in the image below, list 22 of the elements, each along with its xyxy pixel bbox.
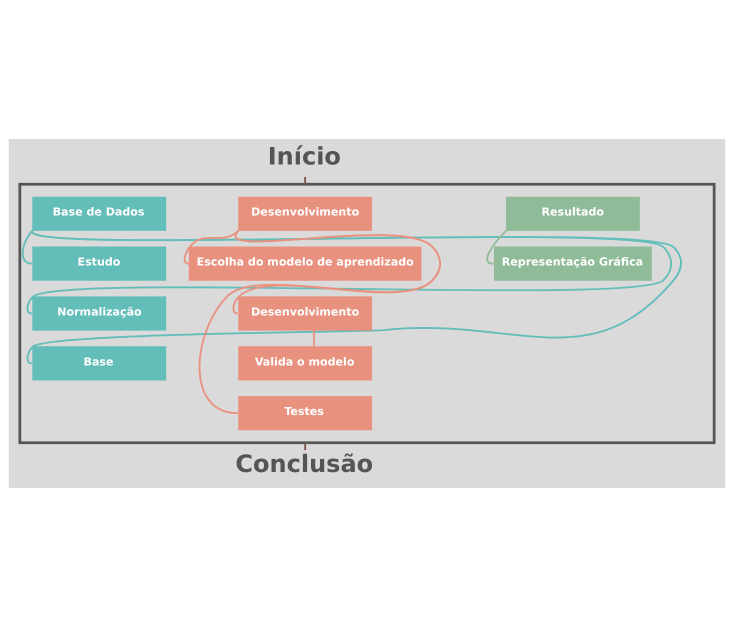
connector xyxy=(28,229,682,364)
node-box: Desenvolvimento xyxy=(238,296,372,330)
connector xyxy=(486,229,508,264)
node-text: Conclusão xyxy=(235,450,374,478)
connector xyxy=(198,229,441,414)
node-box: Desenvolvimento xyxy=(238,196,372,230)
node-box: Base de Dados xyxy=(32,196,166,230)
node-box: Escolha do modelo de aprendizado xyxy=(188,246,422,280)
node-text: Início xyxy=(268,142,341,170)
node-box: Resultado xyxy=(506,196,640,230)
cluster xyxy=(18,182,716,444)
node-box: Representação Gráfica xyxy=(494,246,652,280)
node-box: Normalização xyxy=(32,296,166,330)
connector xyxy=(304,176,306,184)
connector xyxy=(312,330,316,346)
connector xyxy=(22,229,34,264)
node-box: Testes xyxy=(238,396,372,430)
node-box: Estudo xyxy=(32,246,166,280)
connector xyxy=(304,442,306,450)
node-box: Base xyxy=(32,346,166,380)
connector xyxy=(28,229,672,314)
node-box: Valida o modelo xyxy=(238,346,372,380)
